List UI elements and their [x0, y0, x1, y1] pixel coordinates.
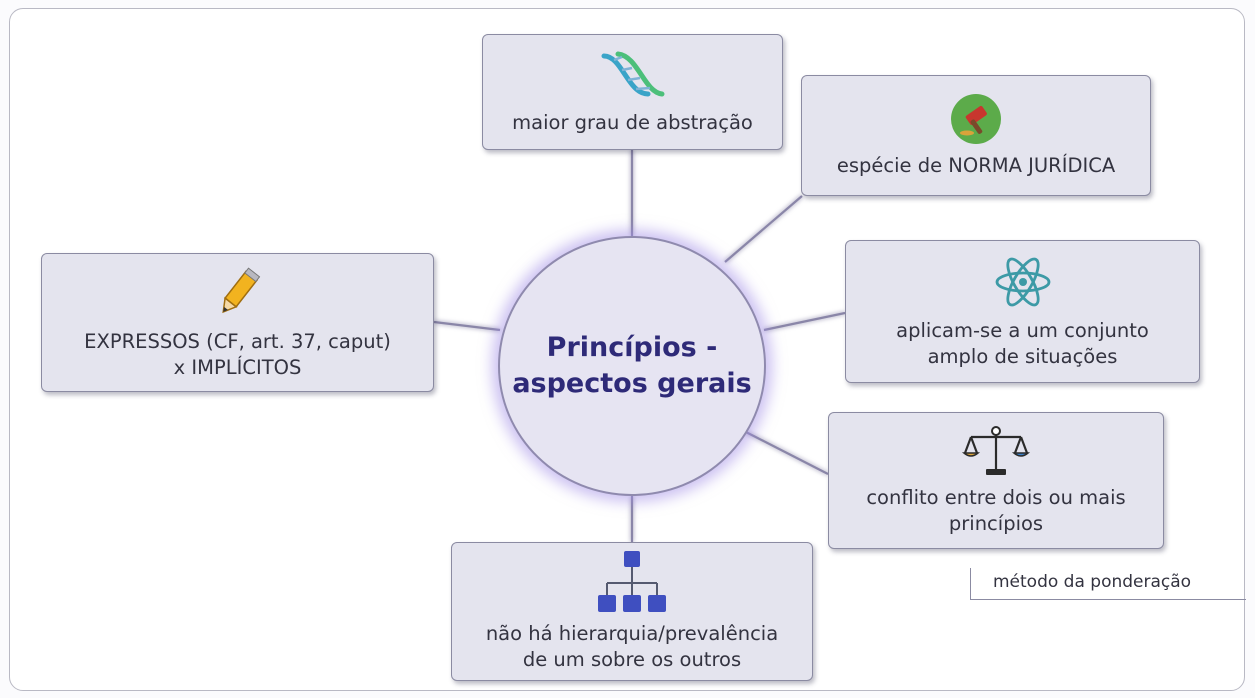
node-abstracao-label: maior grau de abstração [512, 111, 753, 134]
node-ponderacao[interactable]: método da ponderação [970, 568, 1246, 600]
node-aplicam-label: aplicam-se a um conjunto amplo de situaç… [896, 318, 1149, 368]
central-topic-label: Princípios - aspectos gerais [512, 332, 752, 399]
node-aplicam[interactable]: aplicam-se a um conjunto amplo de situaç… [845, 240, 1200, 383]
node-ponderacao-label: método da ponderação [993, 572, 1192, 592]
dna-icon [601, 51, 664, 97]
connector-conflito [739, 428, 829, 475]
node-norma[interactable]: espécie de NORMA JURÍDICA [801, 75, 1151, 196]
hierarchy-icon [598, 550, 666, 612]
node-expressos[interactable]: EXPRESSOS (CF, art. 37, caput) x IMPLÍCI… [41, 253, 434, 392]
gavel-icon [951, 93, 1001, 144]
connector-expressos [433, 320, 501, 332]
node-hierarquia-label: não há hierarquia/prevalência de um sobr… [485, 621, 779, 671]
node-expressos-label: EXPRESSOS (CF, art. 37, caput) x IMPLÍCI… [84, 329, 391, 379]
node-hierarquia[interactable]: não há hierarquia/prevalência de um sobr… [451, 542, 813, 681]
node-conflito[interactable]: conflito entre dois ou mais princípios [828, 412, 1164, 549]
node-conflito-label: conflito entre dois ou mais princípios [866, 485, 1126, 535]
connector-aplicam [763, 311, 846, 332]
atom-icon [995, 257, 1050, 306]
node-abstracao[interactable]: maior grau de abstração [482, 34, 783, 150]
connector-norma [724, 195, 803, 263]
pencil-icon [221, 267, 260, 313]
scales-icon [961, 425, 1031, 475]
central-topic[interactable]: Princípios - aspectos gerais [498, 236, 766, 496]
node-norma-label: espécie de NORMA JURÍDICA [836, 153, 1116, 177]
